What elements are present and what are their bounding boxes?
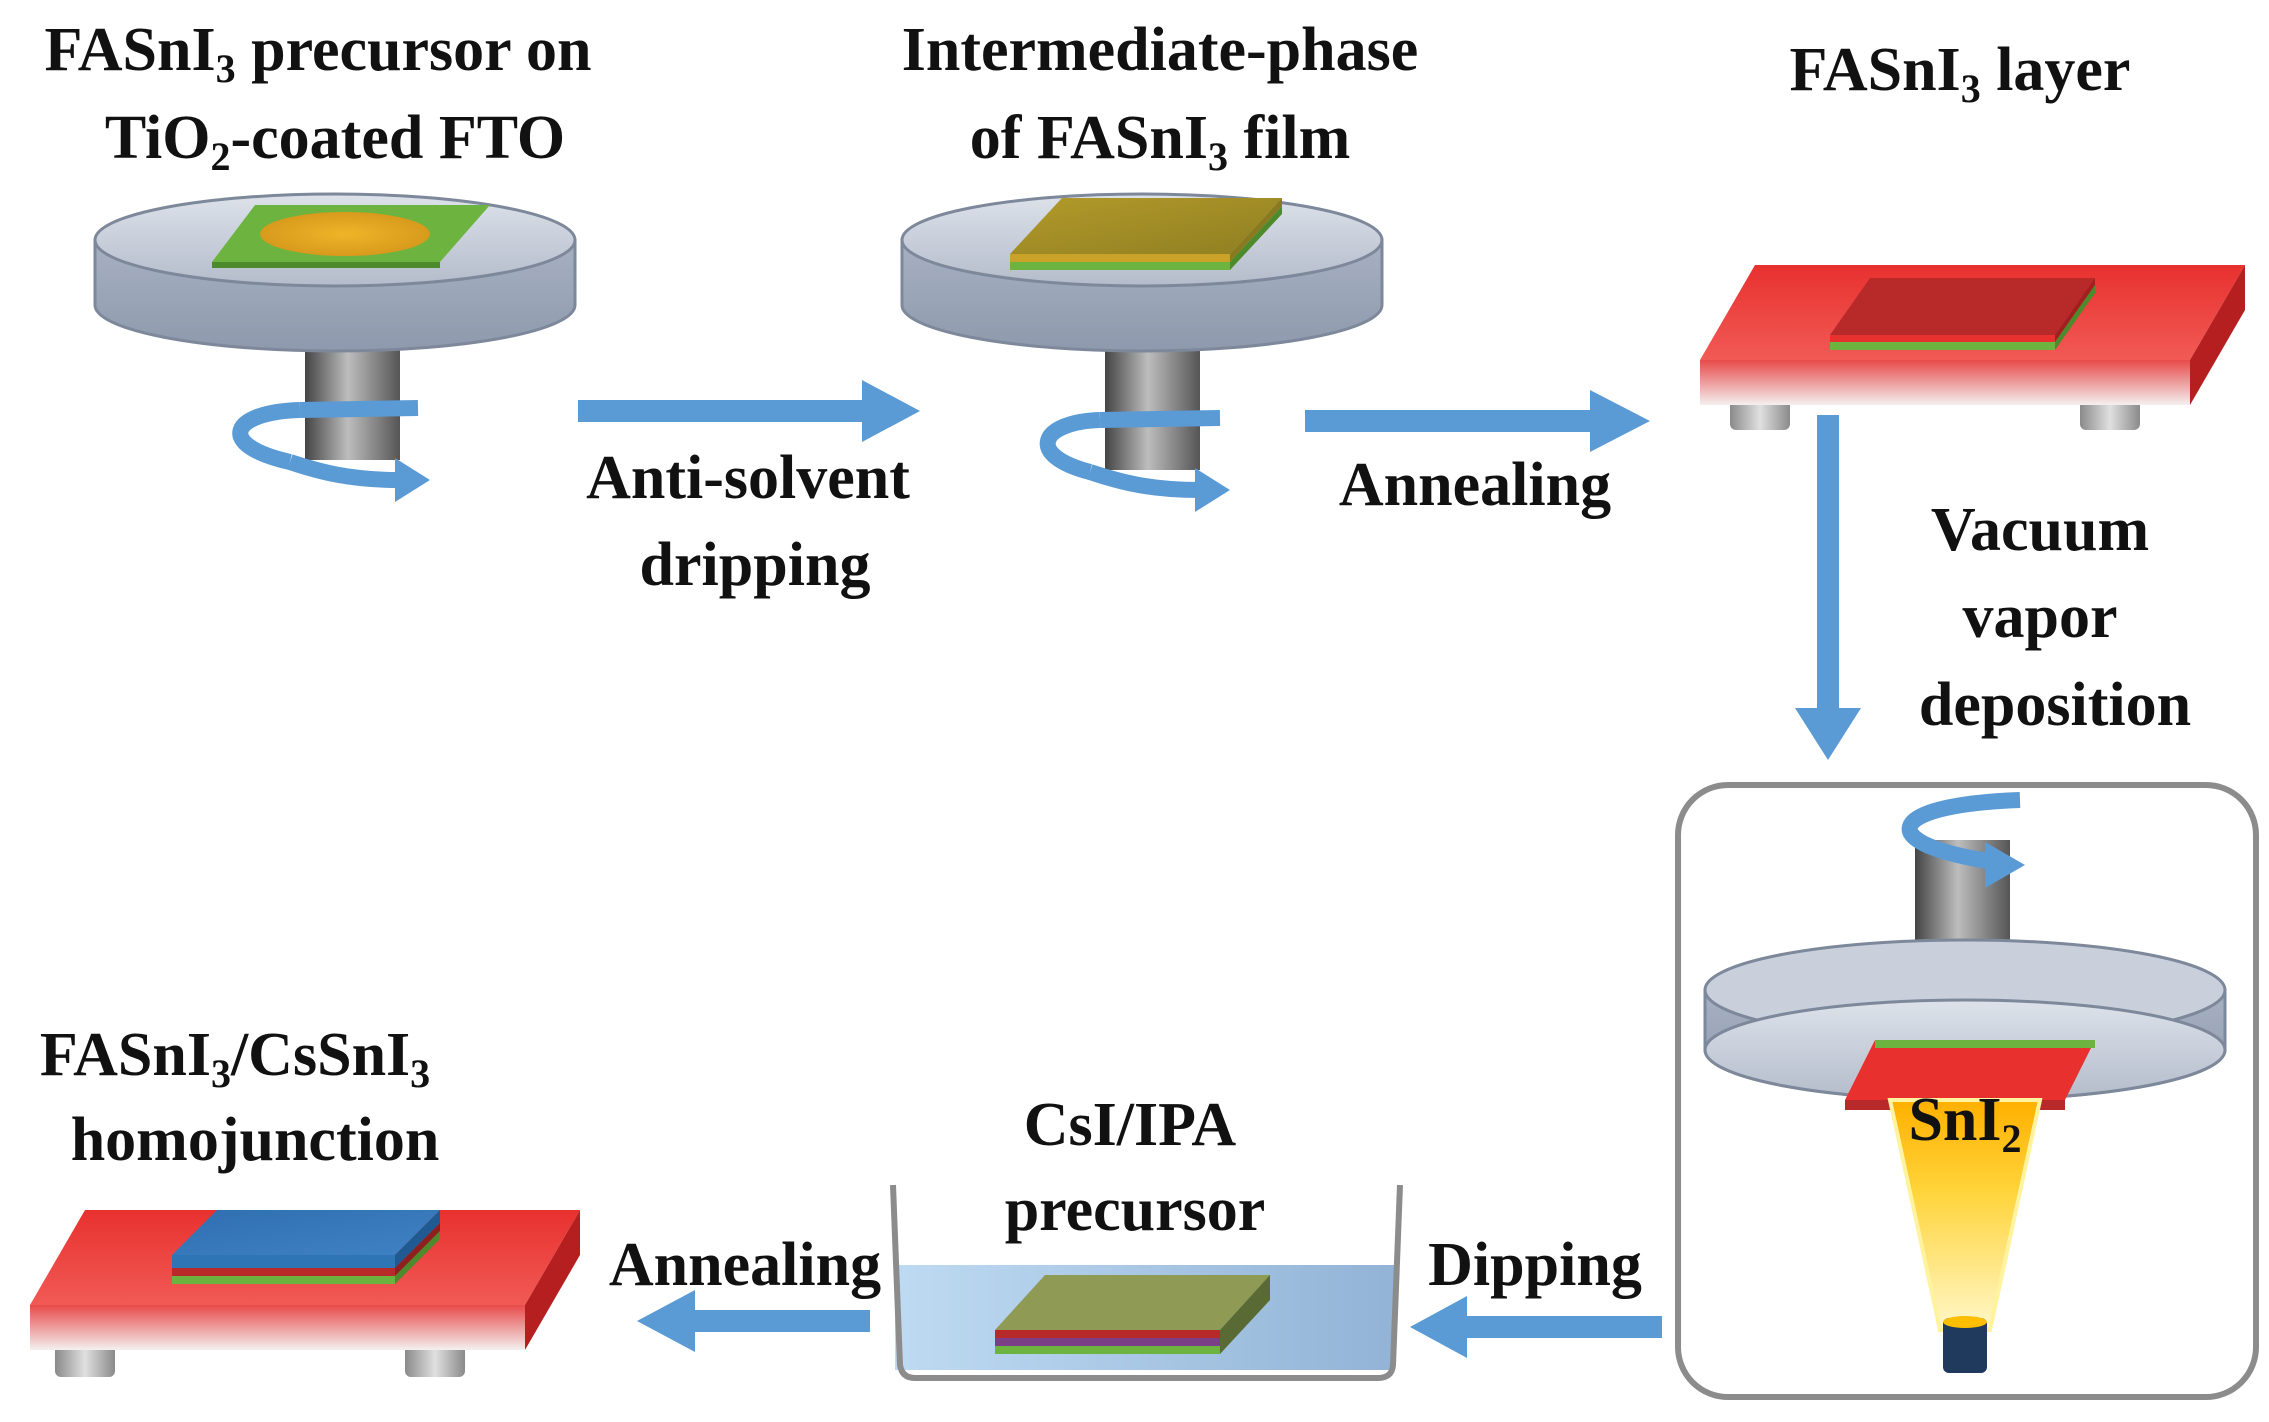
label-final-line1: FASnI3/CsSnI3 xyxy=(40,1021,430,1096)
label-bath-line1: CsI/IPA xyxy=(1024,1091,1237,1159)
evaporation-source xyxy=(1943,1318,1987,1373)
label-vacuum-line2: vapor xyxy=(1963,583,2118,651)
spin-coater-precursor xyxy=(93,192,577,502)
label-step1-line1: FASnI3 precursor on xyxy=(44,16,591,91)
vacuum-chamber: SnI2 xyxy=(1675,782,2259,1400)
rotation-arrow-icon xyxy=(232,400,430,502)
hotplate-front xyxy=(1700,360,2190,405)
rotation-arrow-icon xyxy=(1901,792,2025,888)
spin-coater-intermediate xyxy=(900,192,1384,512)
hotplate-front xyxy=(30,1305,525,1350)
label-annealing-1: Annealing xyxy=(1339,451,1611,519)
label-sni2: SnI2 xyxy=(1908,1086,2021,1161)
arrow-vapor-deposition xyxy=(1795,415,1861,760)
homojunction-film-stack xyxy=(172,1210,440,1284)
label-step2-line2: of FASnI3 film xyxy=(970,104,1351,179)
label-annealing-2: Annealing xyxy=(609,1231,881,1299)
precursor-droplet xyxy=(260,212,430,256)
label-bath-line2: precursor xyxy=(1005,1176,1266,1244)
intermediate-film-stack xyxy=(1010,198,1282,270)
fasni3-film-stack xyxy=(1830,278,2095,350)
dipped-film-stack xyxy=(995,1275,1270,1354)
vapor-cone xyxy=(1887,1098,2043,1332)
label-antisolvent-line2: dripping xyxy=(640,531,871,599)
spin-shaft xyxy=(1105,340,1200,470)
label-step3: FASnI3 layer xyxy=(1790,36,2131,111)
arrow-annealing-2 xyxy=(637,1290,870,1352)
hotplate-fasni3 xyxy=(1700,265,2245,430)
hotplate-homojunction xyxy=(30,1210,580,1377)
label-step2-line1: Intermediate-phase xyxy=(902,16,1419,84)
label-dipping: Dipping xyxy=(1428,1231,1642,1299)
arrow-dipping xyxy=(1410,1296,1662,1358)
label-step1-line2: TiO2-coated FTO xyxy=(105,104,565,179)
arrow-antisolvent xyxy=(578,380,920,442)
rotation-arrow-icon xyxy=(1039,410,1230,512)
label-vacuum-line1: Vacuum xyxy=(1931,496,2149,564)
fto-substrate xyxy=(212,205,490,268)
arrow-annealing-1 xyxy=(1305,390,1650,452)
label-vacuum-line3: deposition xyxy=(1919,671,2191,739)
hotplate-side xyxy=(2190,265,2245,405)
label-final-line2: homojunction xyxy=(71,1106,440,1174)
label-antisolvent-line1: Anti-solvent xyxy=(586,444,910,512)
hotplate-side xyxy=(525,1210,580,1350)
csi-ipa-bath xyxy=(890,1184,1403,1381)
